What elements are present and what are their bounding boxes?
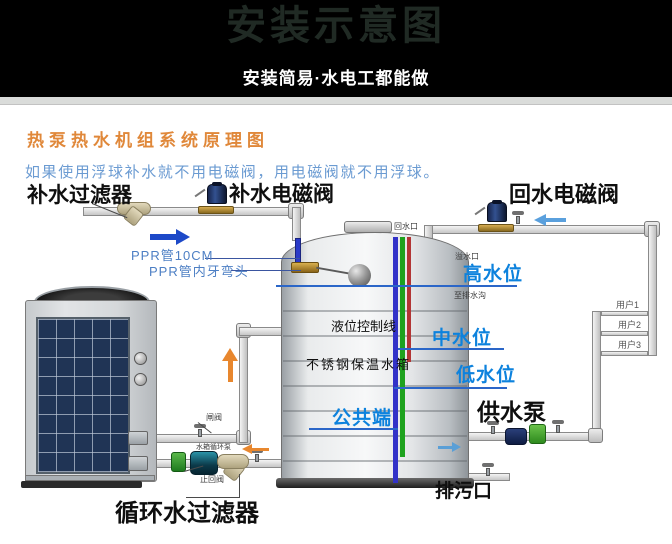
ppr-pipe-pointer-line [205, 258, 300, 259]
heat-pump-knob-icon [134, 352, 147, 365]
ppr-pipe-label: PPR管10CM [131, 248, 214, 263]
tank-circ-pump-label: 水箱循环泵 [196, 444, 231, 451]
valve-icon [250, 449, 264, 462]
flow-arrow-right-icon [438, 442, 462, 452]
return-port-label: 回水口 [394, 222, 418, 231]
makeup-solenoid-valve-icon [194, 182, 234, 214]
drain-outlet-label: 排污口 [435, 481, 493, 502]
page-subtitle: 安装简易·水电工都能做 [242, 69, 430, 88]
valve-icon [551, 420, 565, 433]
pipe-circulation-riser [239, 327, 248, 443]
gate-valve-icon [193, 424, 207, 437]
pipe-return-horizontal [424, 225, 657, 234]
makeup-filter-label: 补水过滤器 [27, 184, 132, 207]
ppr-elbow-pointer-line [231, 270, 301, 271]
heat-pump-base-shadow [21, 481, 142, 488]
tank-base-rim [276, 478, 474, 488]
pointer-line [239, 474, 240, 498]
return-solenoid-valve-icon [474, 200, 514, 232]
header-banner: 安装示意图 安装简易·水电工都能做 [0, 0, 672, 97]
high-level-line [276, 285, 517, 287]
user1-label: 用户1 [616, 300, 640, 310]
pipe-makeup-horizontal [83, 207, 301, 216]
pipe-user1-branch [601, 311, 648, 316]
valve-icon [511, 211, 525, 224]
pipe-circulation-to-tank [239, 327, 284, 336]
supply-pump-label: 供水泵 [477, 399, 546, 425]
flow-arrow-left-icon [242, 444, 270, 454]
circulating-filter-icon [217, 454, 249, 469]
pipe-user-manifold [592, 311, 601, 441]
water-tank [281, 232, 469, 482]
low-level-label: 低水位 [456, 365, 517, 386]
heat-pump-base-rail [25, 475, 155, 481]
pipe-nozzle-icon [128, 431, 148, 445]
check-valve-icon [171, 452, 186, 472]
circulation-pump-icon [190, 451, 218, 475]
pipe-nozzle-icon [128, 456, 148, 471]
pipe-makeup-down [292, 207, 301, 241]
sensor-wire-high [407, 237, 411, 362]
flow-arrow-left-icon [534, 214, 568, 226]
user2-label: 用户2 [618, 320, 642, 330]
page-title: 安装示意图 [226, 4, 446, 48]
section-note: 如果使用浮球补水就不用电磁阀，用电磁阀就不用浮球。 [25, 165, 441, 181]
pointer-line [186, 497, 240, 498]
level-control-line-label: 液位控制线 [331, 319, 397, 334]
high-level-label: 高水位 [463, 264, 524, 285]
header-divider [0, 97, 672, 105]
supply-pump-green-icon [529, 424, 546, 444]
pipe-elbow-icon [588, 428, 603, 443]
makeup-solenoid-label: 补水电磁阀 [229, 183, 334, 206]
common-terminal-label: 公共端 [332, 408, 393, 429]
heat-pump-knob-icon [134, 373, 147, 386]
tank-section-bands [283, 262, 467, 478]
flow-arrow-right-icon [150, 229, 192, 245]
low-level-line [394, 387, 507, 389]
user3-label: 用户3 [618, 340, 642, 350]
pipe-user2-branch [601, 331, 648, 336]
float-valve-icon [291, 262, 319, 273]
heat-pump-grille-icon [36, 317, 130, 474]
flow-arrow-up-icon [222, 348, 239, 382]
supply-pump-icon [505, 428, 527, 445]
tank-name-label: 不锈钢保温水箱 [306, 357, 412, 372]
ppr-elbow-label: PPR管内牙弯头 [149, 264, 249, 279]
drain-valve-icon [481, 463, 495, 476]
sensor-wire-common [393, 237, 398, 483]
to-drain-ditch-label: 至排水沟 [454, 291, 486, 300]
gate-valve-label: 闸阀 [206, 413, 222, 422]
check-valve-label: 止回阀 [200, 475, 224, 484]
mid-level-line [398, 348, 504, 350]
pipe-return-riser [648, 225, 657, 356]
pipe-user3-branch [601, 351, 648, 356]
return-solenoid-label: 回水电磁阀 [509, 182, 620, 207]
valve-icon [486, 421, 500, 434]
common-terminal-line [309, 428, 398, 430]
mid-level-label: 中水位 [432, 328, 493, 349]
circulating-filter-label: 循环水过滤器 [115, 500, 259, 527]
overflow-port-label: 溢水口 [455, 252, 479, 261]
float-ball-icon [348, 264, 371, 287]
sensor-wire-low [400, 237, 405, 457]
section-title: 热泵热水机组系统原理图 [27, 131, 269, 150]
